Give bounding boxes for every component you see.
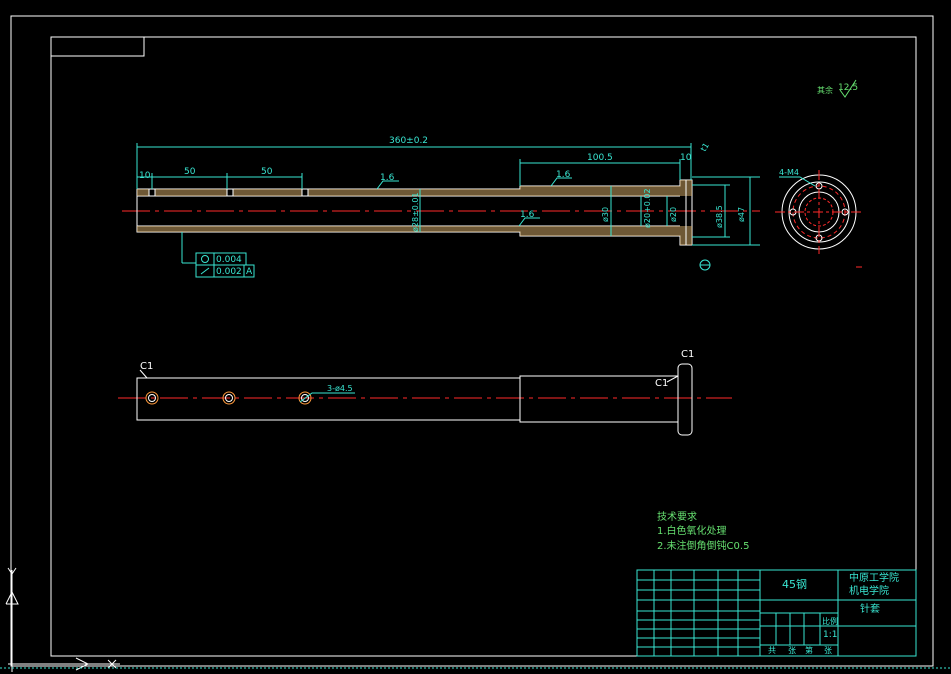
bottom-hole-3 [298,391,312,405]
tolerance-1-value: 0.004 [216,255,242,265]
bottom-hole-3-inner [301,394,309,402]
bottom-holes-leader [299,392,355,403]
school-line-2: 机电学院 [849,584,889,597]
tolerance-frames [195,252,255,278]
front-view [122,79,857,278]
notes-line-1: 1.白色氧化处理 [657,524,727,537]
sheet-border [10,15,934,667]
dim-10-left: 10 [139,171,151,181]
dim-50-b: 50 [261,167,273,177]
bottom-hole-2 [222,391,236,405]
material-label: 45钢 [782,578,807,591]
hatch-lower-right [520,226,680,236]
bottom-hole-1 [145,391,159,405]
end-view [775,170,863,268]
roughness-a: 1.6 [380,173,395,183]
hatch-upper-right [520,186,680,196]
end-view-holes-label: 4-M4 [779,168,799,177]
chamfer-left-leader [139,369,148,379]
hatch-lower-left [137,226,520,232]
roughness-rest-value: 12.5 [838,83,858,93]
roughness-b: 1.6 [556,170,571,180]
dia-47-label: ø47 [737,207,746,222]
end-view-leader [779,176,816,187]
bottom-hole-2-inner [225,394,233,402]
page-label: 第 [805,645,813,655]
tolerance-2-value: 0.002 [216,267,242,277]
code-box [50,36,145,57]
dim-10-right: 10 [680,153,692,163]
scale-value: 1:1 [823,630,837,640]
chamfer-left-label: C1 [140,361,153,372]
roughness-c: 1.6 [520,210,535,220]
hole-section-2 [226,188,234,197]
scale-label: 比例 [822,616,838,626]
school-line-1: 中原工学院 [849,571,899,584]
dia-20-label: ø20 [669,207,678,222]
sheet-label: 张 [788,646,796,655]
datum-symbol [699,259,711,271]
overall-length-label: 360±0.2 [389,136,428,146]
tolerance-2-datum: A [246,267,253,277]
dia-28-label: ø28±0.01 [411,192,420,232]
part-name: 针套 [860,602,880,615]
hole-section-3 [301,188,309,197]
chamfer-mid-label: C1 [655,378,668,389]
chamfer-right-label: C1 [681,349,694,360]
dia-30-label: ø30 [601,207,610,222]
notes-title: 技术要求 [657,510,697,523]
hatch-upper-left [137,189,520,196]
notes-line-2: 2.未注倒角倒钝C0.5 [657,539,749,552]
roughness-rest-symbol [839,79,857,98]
dim-100-5: 100.5 [587,153,613,163]
page-sheet-label: 张 [824,646,832,655]
frame-border [50,36,917,657]
total-label: 共 [768,646,776,655]
hole-section-1 [148,188,156,197]
dia-38-5-label: ø38.5 [715,205,724,228]
bottom-flange [677,363,693,436]
chamfer-mid-leader [666,375,679,383]
front-dimension-lines [136,143,760,264]
bottom-holes-label: 3-ø4.5 [327,384,353,393]
bottom-view [118,363,732,436]
dim-t1: t1 [699,141,711,153]
dim-50-a: 50 [184,167,196,177]
title-block-grid [636,569,917,657]
roughness-rest-label: 其余 [817,85,833,95]
ucs-icon [5,567,120,672]
dia-20-tol-label: ø20+0.02 [643,188,652,228]
bottom-hole-1-inner [148,394,156,402]
